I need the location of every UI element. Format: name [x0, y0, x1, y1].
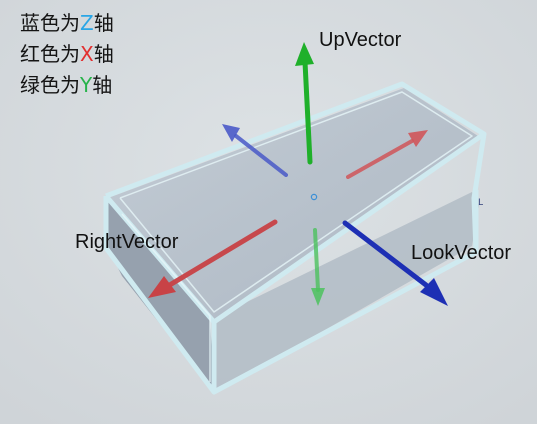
box-top-face	[108, 88, 478, 320]
box-left-face	[106, 200, 214, 392]
up-vector-shaft	[302, 59, 313, 165]
back-vector-arrow-head	[222, 124, 240, 142]
look-vector-label: LookVector	[411, 242, 512, 264]
right-vector-arrow-head	[148, 276, 176, 298]
legend-line-y: 绿色为Y轴	[20, 70, 114, 101]
legend-suffix: 轴	[92, 73, 113, 97]
left-vector-arrow-head	[408, 130, 428, 147]
center-point-marker	[310, 193, 318, 201]
legend-suffix: 轴	[93, 11, 114, 35]
back-vector-shaft	[234, 134, 288, 177]
legend-line-z: 蓝色为Z轴	[20, 8, 114, 39]
legend-axis-letter: Z	[80, 11, 94, 35]
legend-axis-letter: Y	[80, 73, 93, 97]
legend-prefix: 绿色为	[20, 73, 80, 97]
look-vector-shaft	[342, 220, 429, 288]
corner-marker-icon: L	[478, 198, 483, 208]
down-vector-arrow-head	[311, 288, 325, 306]
legend-prefix: 蓝色为	[20, 11, 80, 35]
left-vector-shaft	[346, 139, 414, 179]
box-front-face	[214, 192, 480, 392]
legend-line-x: 红色为X轴	[20, 39, 114, 70]
legend-axis-letter: X	[80, 42, 94, 66]
legend-prefix: 红色为	[20, 42, 80, 66]
up-vector-label: UpVector	[319, 29, 402, 51]
right-vector-shaft	[165, 219, 278, 289]
legend-suffix: 轴	[93, 42, 114, 66]
axis-color-legend: 蓝色为Z轴 红色为X轴 绿色为Y轴	[20, 8, 114, 101]
up-vector-arrow-head	[295, 42, 314, 66]
down-vector-shaft	[313, 228, 320, 292]
right-vector-label: RightVector	[75, 231, 179, 253]
look-vector-arrow-head	[420, 278, 448, 306]
